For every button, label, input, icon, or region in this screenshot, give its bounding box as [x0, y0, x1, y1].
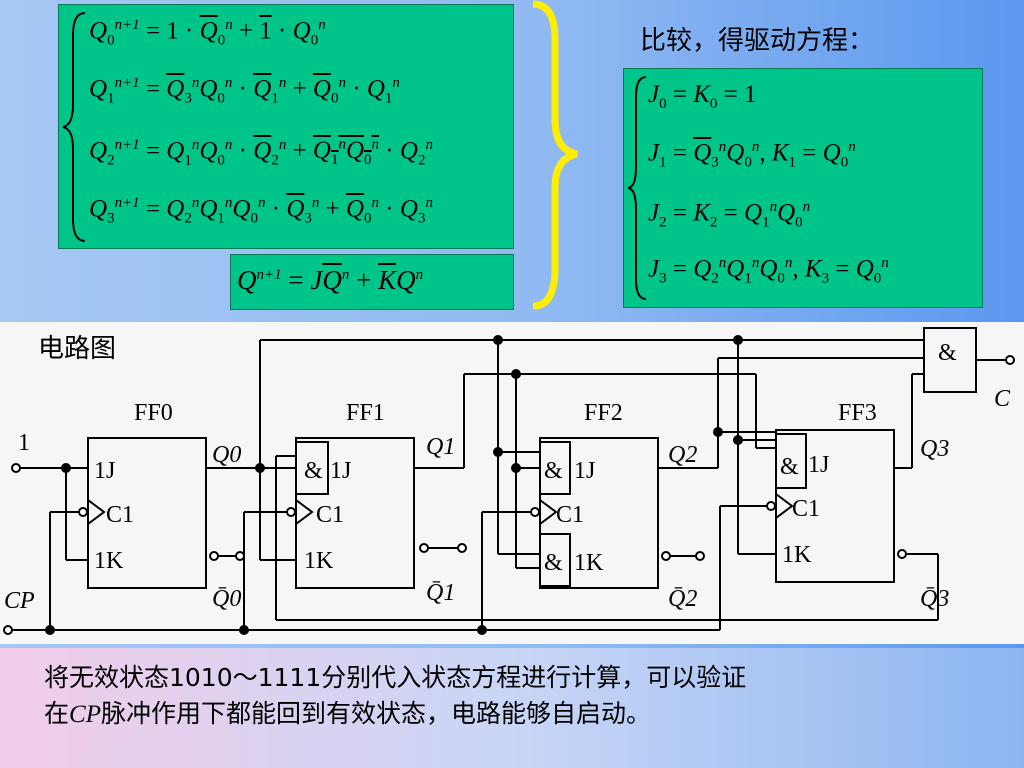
- ff3-pin-k: 1K: [782, 542, 812, 568]
- ff2-and-gate-k: [539, 533, 571, 587]
- footer-line-2: 在CP脉冲作用下都能回到有效状态，电路能够自启动。: [44, 699, 651, 728]
- ff0-pin-j: 1J: [94, 458, 115, 484]
- output-and-symbol: &: [938, 340, 957, 366]
- ff1-label: FF1: [346, 400, 385, 426]
- ff0-pin-c: C1: [106, 502, 134, 528]
- background-bottom: [0, 648, 1024, 768]
- cp-terminal[interactable]: [3, 625, 13, 635]
- state-equation-2: Q2n+1 = Q1nQ0n · Q2n + Q1nQ0n · Q2n: [89, 137, 433, 169]
- ff2-pin-k: 1K: [574, 550, 604, 576]
- ff2-and-symbol-k: &: [544, 550, 563, 576]
- drive-equation-1: J1 = Q3nQ0n, K1 = Q0n: [648, 139, 856, 171]
- ff1-pin-j: 1J: [330, 458, 351, 484]
- circuit-diagram: FF0 FF1 FF2 FF3 1J C1 1K & 1J C1 1K & 1J…: [3, 327, 1015, 635]
- input-one-label: 1: [18, 430, 30, 456]
- input-cp-label: CP: [4, 588, 35, 614]
- ff3-pin-j: 1J: [808, 452, 829, 478]
- drive-equation-brace: [627, 76, 647, 300]
- ff1-pin-k: 1K: [304, 548, 334, 574]
- output-q0bar-label: Q̄0: [212, 586, 241, 612]
- ff1-pin-c: C1: [316, 502, 344, 528]
- heading-compare: 比较，得驱动方程：: [640, 26, 875, 56]
- ff1-and-gate: [295, 441, 329, 495]
- ff0-clock-symbol: [87, 499, 106, 525]
- ff2-pin-c: C1: [556, 502, 584, 528]
- ff2-and-gate-j: [539, 441, 571, 495]
- ff1-and-symbol: &: [304, 458, 323, 484]
- output-q3bar-label: Q̄3: [920, 586, 949, 612]
- ff2-pin-j: 1J: [574, 458, 595, 484]
- ff0-label: FF0: [134, 400, 173, 426]
- yellow-brace: [532, 0, 578, 310]
- output-q3-label: Q3: [920, 436, 949, 462]
- ff2-label: FF2: [584, 400, 623, 426]
- output-q2bar-label: Q̄2: [668, 586, 697, 612]
- footer-text: 将无效状态1010～1111分别代入状态方程进行计算，可以验证 在CP脉冲作用下…: [44, 660, 1014, 733]
- state-equation-brace: [62, 12, 86, 242]
- drive-equation-2: J2 = K2 = Q1nQ0n: [648, 199, 811, 231]
- output-c-label: C: [994, 386, 1011, 412]
- footer-line-1: 将无效状态1010～1111分别代入状态方程进行计算，可以验证: [44, 663, 747, 692]
- ff2-box: [539, 437, 659, 589]
- state-equation-1: Q1n+1 = Q3nQ0n · Q1n + Q0n · Q1n: [89, 75, 400, 107]
- heading-circuit: 电路图: [38, 334, 117, 364]
- output-q2-label: Q2: [668, 442, 697, 468]
- ff2-and-symbol-j: &: [544, 458, 563, 484]
- input-one-terminal[interactable]: [11, 463, 21, 473]
- characteristic-equation: Qn+1 = JQn + KQn: [237, 265, 424, 295]
- output-c-terminal[interactable]: [1005, 355, 1015, 365]
- ff0-qbar-terminal[interactable]: [235, 551, 245, 561]
- drive-equation-0: J0 = K0 = 1: [648, 81, 757, 112]
- characteristic-equation-box: Qn+1 = JQn + KQn: [230, 254, 514, 310]
- state-equation-3: Q3n+1 = Q2nQ1nQ0n · Q3n + Q0n · Q3n: [89, 195, 433, 227]
- ff3-pin-c: C1: [792, 496, 820, 522]
- ff1-box: [295, 437, 415, 589]
- drive-equation-box: J0 = K0 = 1 J1 = Q3nQ0n, K1 = Q0n J2 = K…: [623, 68, 983, 308]
- ff3-and-symbol: &: [780, 454, 799, 480]
- drive-equation-3: J3 = Q2nQ1nQ0n, K3 = Q0n: [648, 255, 889, 287]
- ff3-label: FF3: [838, 400, 877, 426]
- state-equation-0: Q0n+1 = 1 · Q0n + 1 · Q0n: [89, 17, 326, 49]
- state-equation-box: Q0n+1 = 1 · Q0n + 1 · Q0n Q1n+1 = Q3nQ0n…: [58, 4, 514, 249]
- ff3-and-gate: [775, 433, 807, 489]
- ff1-qbar-terminal[interactable]: [457, 543, 467, 553]
- ff2-qbar-terminal[interactable]: [695, 551, 705, 561]
- output-q1bar-label: Q̄1: [426, 580, 455, 606]
- ff0-pin-k: 1K: [94, 548, 124, 574]
- output-q1-label: Q1: [426, 434, 455, 460]
- output-q0-label: Q0: [212, 442, 241, 468]
- ff0-box: [87, 437, 207, 589]
